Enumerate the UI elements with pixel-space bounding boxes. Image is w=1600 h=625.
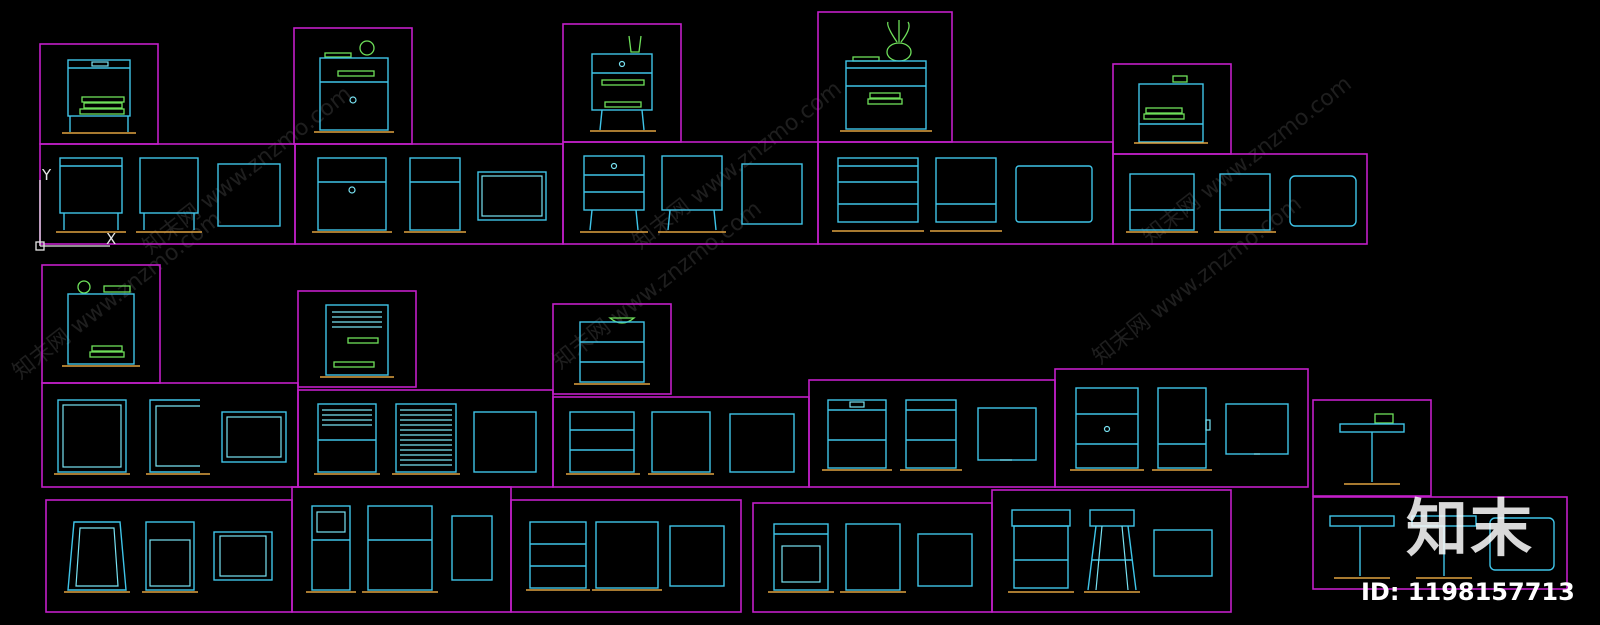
view-frame xyxy=(817,11,953,143)
view-frame xyxy=(1312,496,1568,590)
row1-perspective-views xyxy=(39,11,1232,155)
watermark-text: 知末网 www.znzmo.com xyxy=(8,207,226,385)
view-frame xyxy=(510,499,742,613)
view-frame xyxy=(1112,153,1368,245)
watermark-text: 知末网 www.znzmo.com xyxy=(1088,192,1306,370)
brand-watermark: 知末 ID: 1198157713 xyxy=(1361,492,1575,606)
row2-orthographic-views xyxy=(41,368,1309,488)
ucs-axis-icon: Y X xyxy=(35,166,116,251)
view-frame xyxy=(991,489,1232,613)
watermark-text: 知末网 www.znzmo.com xyxy=(1138,72,1356,250)
nightstand-3d-4 xyxy=(840,20,932,132)
side-table-3d-5 xyxy=(1134,75,1208,144)
view-frame xyxy=(752,502,993,613)
view-frame xyxy=(39,43,159,145)
nightstand-3d-1 xyxy=(62,59,136,134)
view-frame xyxy=(552,303,672,395)
view-frame xyxy=(808,379,1056,488)
nightstand-3d-2 xyxy=(314,40,394,133)
row3-orthographic-views xyxy=(45,486,1568,613)
view-frame xyxy=(562,23,682,143)
ucs-x-label: X xyxy=(106,230,116,248)
view-frame xyxy=(297,290,417,388)
view-frame xyxy=(1112,63,1232,155)
row2-perspective-views xyxy=(41,264,1432,497)
nightstand-3d-3 xyxy=(590,35,656,132)
row1-orthographic-views xyxy=(39,141,1368,245)
ucs-y-label: Y xyxy=(41,166,52,184)
brand-logo-text: 知末 xyxy=(1406,492,1534,565)
view-frame xyxy=(1054,368,1309,488)
view-frame xyxy=(1312,399,1432,497)
watermark-text: 知末网 www.znzmo.com xyxy=(138,82,356,260)
view-frame xyxy=(45,499,293,613)
asset-id-label: ID: 1198157713 xyxy=(1361,578,1575,606)
view-frame xyxy=(294,143,564,245)
